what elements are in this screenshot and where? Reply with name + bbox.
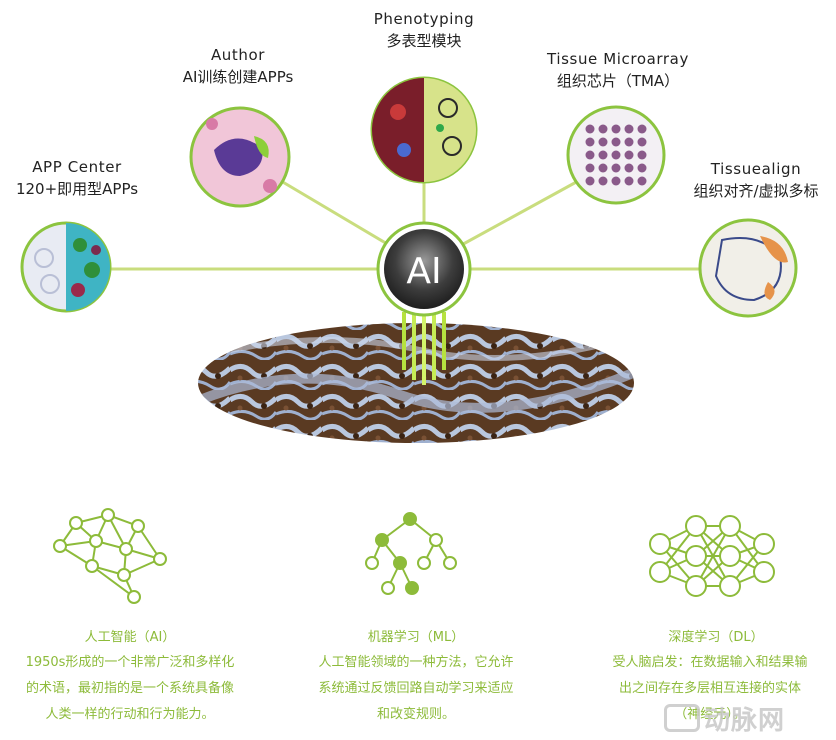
section-ml-line-3: 和改变规则。 (376, 707, 455, 722)
watermark-logo-icon (664, 704, 700, 732)
dl-node (719, 515, 741, 537)
dl-node (719, 545, 741, 567)
ai-network-icon (53, 508, 167, 604)
section-ai-line-2: 的术语，最初指的是一个系统具备像 (25, 681, 234, 696)
connector-tma (455, 178, 581, 250)
node-tissuealign-image (698, 218, 798, 318)
tma-core (611, 150, 621, 160)
tma-core (611, 163, 621, 173)
dl-node (649, 561, 671, 583)
node-author-subtitle: AI训练创建APPs (182, 68, 294, 86)
ai-light-beams (402, 312, 446, 385)
section-ai-line-3: 人类一样的行动和行为能力。 (45, 707, 215, 722)
section-dl-title: 深度学习（DL） (668, 630, 764, 645)
tma-core (585, 163, 595, 173)
tma-core (637, 176, 647, 186)
node-app-center-title: APP Center (32, 158, 122, 176)
watermark: 动脉网 (664, 700, 785, 737)
section-dl-description: 受人脑启发：在数据输入和结果输 出之间存在多层相互连接的实体 （神经元）。 (586, 650, 834, 728)
tma-core (624, 137, 634, 147)
section-ml-line-2: 系统通过反馈回路自动学习来适应 (318, 681, 514, 696)
dl-node (719, 575, 741, 597)
node-phenotyping-label: Phenotyping 多表型模块 (349, 8, 499, 52)
tma-core (598, 137, 608, 147)
node-author-image (189, 106, 291, 208)
connector-author (275, 176, 395, 250)
node-phenotyping-subtitle: 多表型模块 (386, 32, 462, 50)
tma-core (624, 176, 634, 186)
node-tissuealign-subtitle: 组织对齐/虚拟多标 (693, 182, 819, 200)
dl-node (753, 561, 775, 583)
dl-node (685, 575, 707, 597)
section-dl-line-3: （神经元）。 (674, 707, 746, 722)
node-tissuealign-title: Tissuealign (710, 160, 802, 178)
dl-node (685, 515, 707, 537)
hub-label: AI (406, 251, 441, 292)
section-ai-line-1: 1950s形成的一个非常广泛和多样化 (25, 655, 235, 670)
tma-core (585, 150, 595, 160)
tma-core (598, 163, 608, 173)
node-tma-title: Tissue Microarray (547, 50, 689, 68)
tma-core (637, 150, 647, 160)
tma-core (637, 163, 647, 173)
section-ai-title: 人工智能（AI） (84, 630, 176, 645)
node-author-title: Author (210, 46, 266, 64)
tma-core (598, 124, 608, 134)
tma-core (624, 150, 634, 160)
tma-core (637, 124, 647, 134)
node-tma-label: Tissue Microarray 组织芯片（TMA） (528, 48, 708, 92)
node-tissuealign-label: Tissuealign 组织对齐/虚拟多标 (680, 158, 832, 202)
tma-core (611, 137, 621, 147)
tma-core (624, 124, 634, 134)
dl-edge (695, 525, 731, 587)
dl-node (753, 533, 775, 555)
dl-neural-net-icon (649, 515, 775, 597)
section-dl-line-1: 受人脑启发：在数据输入和结果输 (612, 655, 808, 670)
node-tma-subtitle: 组织芯片（TMA） (556, 72, 680, 90)
tma-core (624, 163, 634, 173)
node-tma-image (566, 105, 666, 205)
section-ai-description: 1950s形成的一个非常广泛和多样化 的术语，最初指的是一个系统具备像 人类一样… (6, 650, 254, 728)
tma-core (598, 176, 608, 186)
section-dl-line-2: 出之间存在多层相互连接的实体 (618, 681, 801, 696)
connector-lines (110, 175, 700, 271)
section-ml-title: 机器学习（ML） (367, 630, 465, 645)
dl-node (685, 545, 707, 567)
tma-core (611, 124, 621, 134)
section-ml-line-1: 人工智能领域的一种方法，它允许 (318, 655, 514, 670)
node-author-label: Author AI训练创建APPs (158, 44, 318, 88)
node-app-center-label: APP Center 120+即用型APPs (2, 156, 152, 200)
tma-core (585, 137, 595, 147)
section-ml-description: 人工智能领域的一种方法，它允许 系统通过反馈回路自动学习来适应 和改变规则。 (292, 650, 540, 728)
tma-core (598, 150, 608, 160)
dl-node (649, 533, 671, 555)
watermark-text: 动脉网 (704, 706, 786, 736)
tma-core (585, 124, 595, 134)
node-phenotyping-image (370, 76, 478, 184)
tma-core (585, 176, 595, 186)
node-app-center-image (20, 221, 112, 313)
tma-core (611, 176, 621, 186)
node-phenotyping-title: Phenotyping (373, 10, 475, 28)
tissue-slide-image (198, 323, 634, 443)
node-app-center-subtitle: 120+即用型APPs (15, 180, 139, 198)
ai-hub: AI (376, 221, 472, 317)
tma-core (637, 137, 647, 147)
ml-tree-icon (365, 512, 457, 595)
